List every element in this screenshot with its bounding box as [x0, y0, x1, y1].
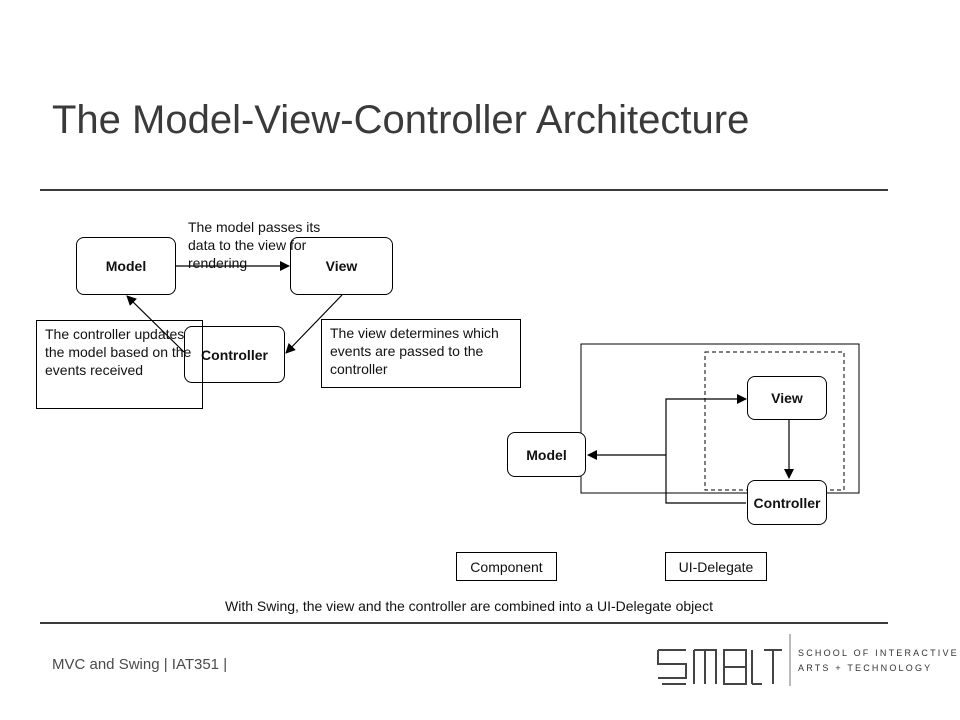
sfu-siat-logo-mark	[657, 634, 791, 686]
controller-node-swing: Controller	[747, 480, 827, 525]
model-node-swing: Model	[507, 432, 586, 477]
logo-line-2: ARTS + TECHNOLOGY	[798, 663, 933, 673]
model-node: Model	[76, 237, 176, 295]
line-delegate-to-controller	[665, 455, 746, 504]
controller-node: Controller	[184, 326, 285, 383]
note-controller: The controller updates the model based o…	[36, 320, 203, 409]
component-box	[580, 343, 860, 494]
title-divider	[40, 189, 888, 191]
arrow-delegate-to-view	[665, 394, 747, 455]
arrow-controller-to-model	[126, 295, 185, 353]
logo-wordmark: SCHOOL OF INTERACTIVE ARTS + TECHNOLOGY	[798, 646, 959, 676]
page-title: The Model-View-Controller Architecture	[52, 98, 750, 142]
ui-delegate-box	[704, 351, 845, 491]
component-label: Component	[456, 552, 557, 581]
note-model-to-view: The model passes its data to the view fo…	[188, 219, 321, 271]
view-node: View	[290, 237, 393, 295]
logo-line-1: SCHOOL OF INTERACTIVE	[798, 648, 959, 658]
ui-delegate-label: UI-Delegate	[665, 552, 767, 581]
note-view: The view determines which events are pas…	[321, 319, 521, 388]
footer-text: MVC and Swing | IAT351 |	[52, 656, 228, 673]
arrow-view-to-controller	[285, 294, 343, 354]
diagram-caption: With Swing, the view and the controller …	[225, 598, 713, 614]
view-node-swing: View	[747, 376, 827, 420]
